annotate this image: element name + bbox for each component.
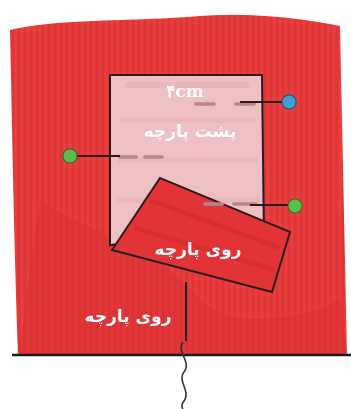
pocket-front-texture bbox=[134, 197, 281, 273]
pin-lines bbox=[72, 101, 294, 206]
fabric-shading bbox=[18, 200, 347, 355]
pocket-back-texture bbox=[116, 82, 260, 203]
pin-head-green-left bbox=[62, 148, 78, 164]
measure-label: ۴cm bbox=[166, 82, 203, 102]
pin-head-blue bbox=[281, 94, 297, 110]
fabric-back-label: پشت پارچه bbox=[144, 122, 237, 142]
fabric-front-label-base: روی پارچه bbox=[85, 307, 172, 327]
fabric-front-label-pocket: روی پارچه bbox=[155, 240, 242, 260]
stitch-marks bbox=[118, 102, 258, 206]
pin-head-green-right bbox=[287, 198, 303, 214]
thread bbox=[180, 341, 188, 409]
